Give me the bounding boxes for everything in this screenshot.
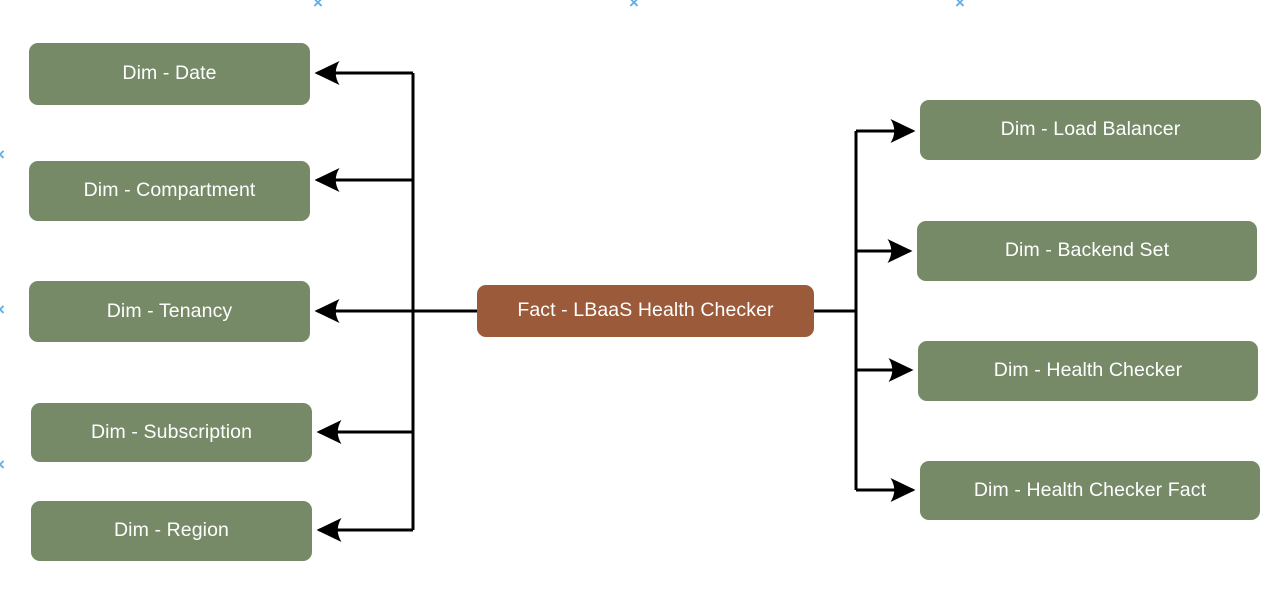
dimension-node-dim-date[interactable]: Dim - Date <box>29 43 310 105</box>
node-label: Dim - Backend Set <box>1004 239 1170 262</box>
fact-node-fact-lbaas-health-checker[interactable]: Fact - LBaaS Health Checker <box>477 285 814 337</box>
node-label: Dim - Health Checker <box>993 359 1183 382</box>
node-label: Dim - Subscription <box>90 420 253 443</box>
dimension-node-dim-tenancy[interactable]: Dim - Tenancy <box>29 281 310 342</box>
dimension-node-dim-backend-set[interactable]: Dim - Backend Set <box>917 221 1257 281</box>
node-label: Dim - Health Checker Fact <box>973 478 1207 501</box>
selection-handle-4-icon[interactable]: × <box>0 146 5 163</box>
node-label: Fact - LBaaS Health Checker <box>517 299 774 322</box>
node-label: Dim - Load Balancer <box>1000 118 1181 141</box>
dimension-node-dim-load-balancer[interactable]: Dim - Load Balancer <box>920 100 1261 160</box>
node-label: Dim - Region <box>114 519 229 542</box>
node-label: Dim - Tenancy <box>106 299 233 322</box>
selection-handle-6-icon[interactable]: × <box>0 456 5 473</box>
node-label: Dim - Compartment <box>83 179 256 202</box>
dimension-node-dim-health-checker-fact[interactable]: Dim - Health Checker Fact <box>920 461 1260 520</box>
node-label: Dim - Date <box>122 62 217 85</box>
selection-handle-2-icon[interactable]: × <box>629 0 639 12</box>
selection-handle-3-icon[interactable]: × <box>955 0 965 12</box>
dimension-node-dim-subscription[interactable]: Dim - Subscription <box>31 403 312 462</box>
selection-handle-1-icon[interactable]: × <box>313 0 323 12</box>
dimension-node-dim-region[interactable]: Dim - Region <box>31 501 312 561</box>
dimension-node-dim-health-checker[interactable]: Dim - Health Checker <box>918 341 1258 401</box>
dimension-node-dim-compartment[interactable]: Dim - Compartment <box>29 161 310 221</box>
selection-handle-5-icon[interactable]: × <box>0 301 5 318</box>
